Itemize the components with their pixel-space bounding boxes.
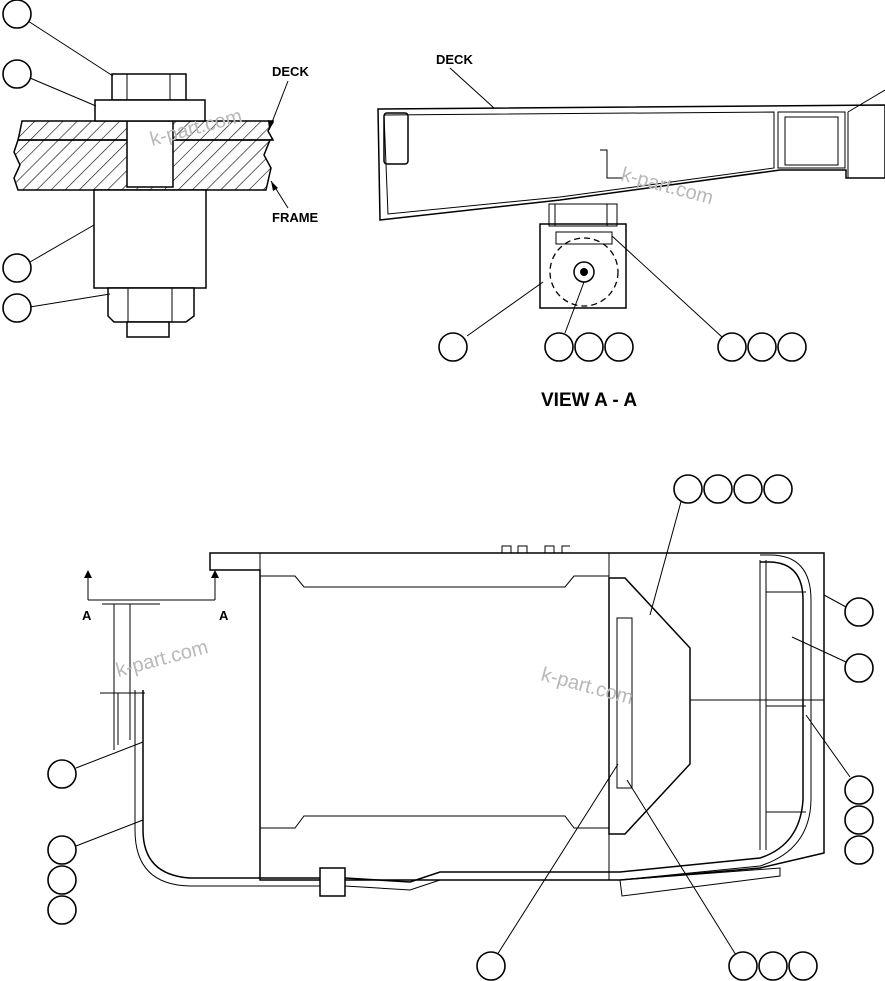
callout-balloon [844,805,874,835]
callout-balloon [47,895,77,925]
callout-balloon [544,332,574,362]
watermark: k-part.com [539,664,636,710]
callout-balloon [604,332,634,362]
callout-balloon [673,474,703,504]
callout-balloon [844,653,874,683]
callout-balloon [2,253,32,283]
callout-balloon [438,332,468,362]
spacer [93,189,207,289]
callout-balloon [574,332,604,362]
nut [107,287,195,323]
callout-balloon [758,951,788,981]
callout-balloon [844,775,874,805]
watermark: k-part.com [619,164,716,210]
callout-balloon [788,951,818,981]
mount-hidden-circle [549,237,619,307]
frame-label: FRAME [272,210,319,225]
callout-balloon [47,759,77,789]
section-label-right: A [219,608,229,623]
callout-balloon [844,597,874,627]
bolt-detail: DECK FRAME [2,0,319,338]
view-a-a: DECK VIEW A - A [377,52,885,411]
line-clamp [319,867,346,897]
bolt-shank [126,120,174,188]
plan-view: A A [47,474,874,981]
view-title: VIEW A - A [541,390,637,411]
callout-balloon [777,332,807,362]
mount-bracket [539,223,627,309]
callout-balloon [703,474,733,504]
callout-balloon [47,835,77,865]
deck-label: DECK [272,64,309,79]
callout-balloon [476,951,506,981]
callout-balloon [844,835,874,865]
callout-balloon [733,474,763,504]
deck-outline [377,104,885,221]
callout-balloon [2,293,32,323]
bolt-head [111,73,187,101]
callout-balloon [763,474,793,504]
deck-view-label: DECK [436,52,473,67]
cover-plate [608,577,691,835]
callout-balloon [47,865,77,895]
callout-balloon [2,0,32,29]
bolt-end [126,321,170,338]
section-label-left: A [82,608,92,623]
callout-balloon [728,951,758,981]
frame-outline [209,552,825,881]
deck-window [383,112,409,165]
hydraulic-line [142,561,804,883]
watermark: k-part.com [114,636,211,682]
washer [94,99,206,122]
callout-balloon [2,59,32,89]
callout-balloon [717,332,747,362]
callout-balloon [747,332,777,362]
